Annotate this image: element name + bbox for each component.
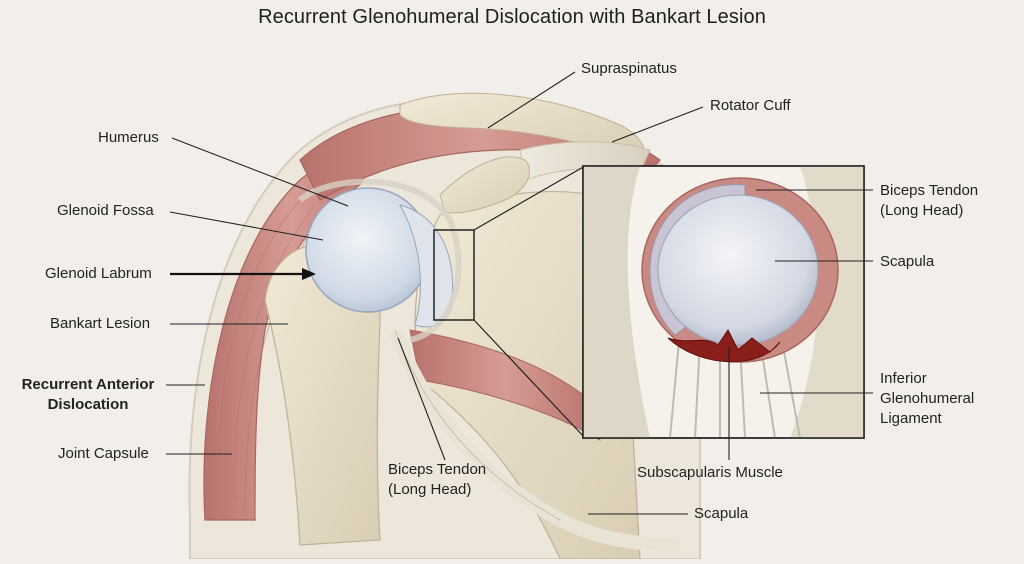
leader-glenoid-fossa xyxy=(169,211,324,241)
label-ligament-line3: Ligament xyxy=(880,410,942,427)
label-rotator-cuff: Rotator Cuff xyxy=(710,97,791,114)
leader-supraspinatus xyxy=(487,71,576,129)
label-scapula-inset: Scapula xyxy=(880,253,935,270)
rotator-cuff-tendon xyxy=(519,141,651,181)
label-biceps-tendon-inset: Biceps Tendon (Long Head) xyxy=(880,181,978,221)
inset-connector-bottom xyxy=(473,319,586,439)
coracoid-process xyxy=(439,156,530,214)
label-inferior-glenohumeral-ligament: Inferior Glenohumeral Ligament xyxy=(880,369,974,429)
leader-biceps-bottom xyxy=(397,337,446,461)
label-biceps-bottom-line1: Biceps Tendon xyxy=(388,461,487,478)
inset-glenoid-surface xyxy=(657,194,819,346)
label-supraspinatus: Supraspinatus xyxy=(581,60,677,77)
shoulder-illustration xyxy=(188,92,701,560)
label-biceps-tendon-bottom: Biceps Tendon (Long Head) xyxy=(388,460,486,500)
label-biceps-inset-line2: (Long Head) xyxy=(880,202,964,219)
label-ligament-line1: Inferior xyxy=(880,370,927,387)
arrow-head-icon xyxy=(302,268,316,280)
label-ligament-line2: Glenohumeral xyxy=(880,390,975,407)
deltoid-striations xyxy=(219,199,331,511)
label-glenoid-labrum: Glenoid Labrum xyxy=(45,265,152,282)
inset-detail xyxy=(582,165,865,439)
inset-frame-border xyxy=(582,165,865,439)
inset-connector-top xyxy=(473,165,586,231)
label-scapula-bottom: Scapula xyxy=(694,505,749,522)
diagram-title: Recurrent Glenohumeral Dislocation with … xyxy=(258,6,766,28)
label-joint-capsule: Joint Capsule xyxy=(58,445,149,462)
label-humerus: Humerus xyxy=(98,129,159,146)
inset-bankart-tear xyxy=(667,329,781,363)
label-bankart-lesion: Bankart Lesion xyxy=(50,315,151,332)
label-recurrent-line1: Recurrent Anterior xyxy=(21,376,155,393)
label-subscapularis-muscle: Subscapularis Muscle xyxy=(637,464,783,481)
biceps-tendon-edge xyxy=(394,329,561,521)
humeral-head xyxy=(305,187,431,313)
label-recurrent-line2: Dislocation xyxy=(47,396,129,413)
label-glenoid-fossa: Glenoid Fossa xyxy=(57,202,154,219)
inset-source-box xyxy=(433,229,475,321)
joint-capsule xyxy=(298,178,462,343)
leader-lines xyxy=(166,71,873,515)
leader-humerus xyxy=(171,137,349,207)
label-biceps-inset-line1: Biceps Tendon xyxy=(880,182,979,199)
leader-rotator-cuff xyxy=(611,106,704,143)
inset-ligament-fibers xyxy=(669,329,801,438)
label-biceps-bottom-line2: (Long Head) xyxy=(388,481,472,498)
inset-muscle-left xyxy=(583,166,650,438)
label-recurrent-anterior-dislocation: Recurrent Anterior Dislocation xyxy=(12,375,164,415)
